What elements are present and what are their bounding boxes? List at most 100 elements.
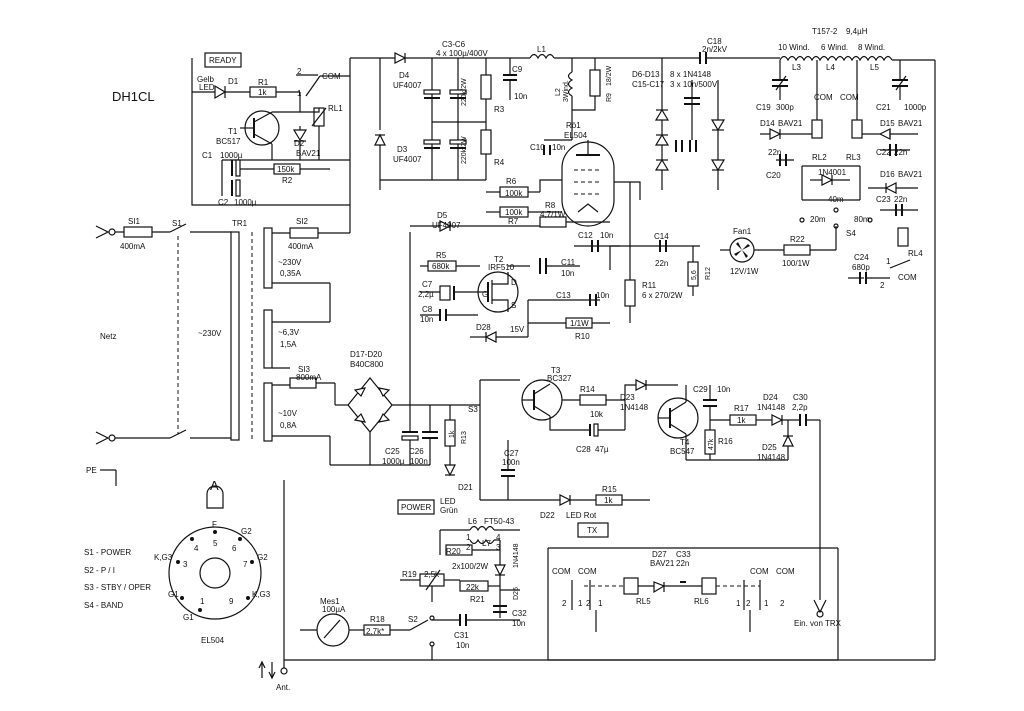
c2-value: 1000µ [234,198,257,207]
circuit-title: DH1CL [112,89,155,104]
d14-label: D14 [760,119,775,128]
c8-value: 10n [420,315,433,324]
c25-label: C25 [385,447,400,456]
c7-value: 2,2µ [418,290,434,299]
l6-pin3: 3 [496,543,501,552]
rl1-pin2: 2 [297,67,302,76]
pe-connector [100,469,117,486]
sec3-voltage: ~10V [278,409,298,418]
r4-label: R4 [494,158,505,167]
ready-label: READY [209,56,237,65]
c23-value: 22n [894,195,907,204]
d4-type: UF4007 [393,81,422,90]
r20-label: R20 [446,547,461,556]
sec2-voltage: ~6,3V [278,328,300,337]
c26-value: 100n [410,457,428,466]
band-80m: 80m [854,215,870,224]
rl1-com: COM [322,72,341,81]
d16-type: BAV21 [898,170,923,179]
d14-type: BAV21 [778,119,803,128]
r12-value: 5,6 [691,270,698,280]
r10-label: R10 [575,332,590,341]
led-gruen-color: Grün [440,506,458,515]
r17-value: 1k [737,416,746,425]
r19-label: R19 [402,570,417,579]
r13-label: R13 [461,431,468,444]
c3c6-label: C3-C6 [442,40,466,49]
c24-value: 680p [852,263,870,272]
r15-label: R15 [602,485,617,494]
trx-input-label: Ein. von TRX [794,619,842,628]
c10-label: C10 [530,143,545,152]
rl5-pin1-a: 1 [578,599,583,608]
mains-input [95,223,232,445]
socket-g2-top: G2 [241,527,252,536]
d27-type: BAV21 [650,559,675,568]
c13-label: C13 [556,291,571,300]
c21-value: 1000p [904,103,927,112]
transformer-tr1 [230,227,273,442]
c2-label: C2 [218,198,229,207]
rl1-pin1: 1 [297,89,302,98]
c32-value: 10n [512,619,525,628]
ready-circuit [191,58,350,206]
r22-value: 100/1W [782,259,810,268]
c28-value: 47µ [595,445,609,454]
c32-label: C32 [512,609,527,618]
l1-label: L1 [537,45,546,54]
c28-label: C28 [576,445,591,454]
led-gruen-led: LED [440,497,456,506]
c10-value: 10n [552,143,565,152]
socket-g1-left: G1 [168,590,179,599]
rl4-pin1: 1 [886,257,891,266]
c18-value: 2n/2kV [702,45,728,54]
d22-label: D22 [540,511,555,520]
d4-label: D4 [399,71,410,80]
socket-pin5: 5 [213,539,218,548]
l5-label: L5 [870,63,879,72]
netz-label: Netz [100,332,116,341]
l2-value: 3Wind. [563,80,570,102]
switch-s3-label: S3 [468,405,478,414]
d28-value: 15V [510,325,525,334]
d1-label: D1 [228,77,239,86]
r14-label: R14 [580,385,595,394]
rl6-pin1-a: 1 [736,599,741,608]
d24-label: D24 [763,393,778,402]
mes1-value: 100µA [322,605,346,614]
d16-label: D16 [880,170,895,179]
d3-type: UF4007 [393,155,422,164]
r21-value: 22k [466,583,480,592]
t2-type: IRF510 [488,263,515,272]
rl5-label: RL5 [636,597,651,606]
fuse-si2-value: 400mA [288,242,314,251]
l4-label: L4 [826,63,835,72]
d2-label: D2 [294,139,305,148]
hv-supply [350,52,780,190]
c20-value: 22n [768,148,781,157]
d23-label: D23 [620,393,635,402]
r11-value: 6 x 270/2W [642,291,683,300]
c8-label: C8 [422,305,433,314]
bridge-rectifier [329,232,480,477]
socket-pin4: 4 [194,544,199,553]
t4-label: T4 [680,438,690,447]
tube-ro1 [561,140,641,227]
l7-label: L7 [482,539,491,548]
power-label: POWER [401,503,431,512]
socket-g2-right: G2 [257,553,268,562]
r16-label: R16 [718,437,733,446]
c27-label: C27 [504,449,519,458]
output-network [610,55,936,660]
inductance-value: 9,4µH [846,27,868,36]
r20-value: 2x100/2W [452,562,488,571]
t2-label: T2 [494,255,504,264]
t3-type: BC327 [547,374,572,383]
c25-value: 1000µ [382,457,405,466]
l6-pin2: 2 [466,543,471,552]
r15-value: 1k [604,496,613,505]
c12-value: 10n [600,231,613,240]
r14-value: 10k [590,410,604,419]
r7-value: 100k [505,208,523,217]
c22-value: 22n [894,148,907,157]
